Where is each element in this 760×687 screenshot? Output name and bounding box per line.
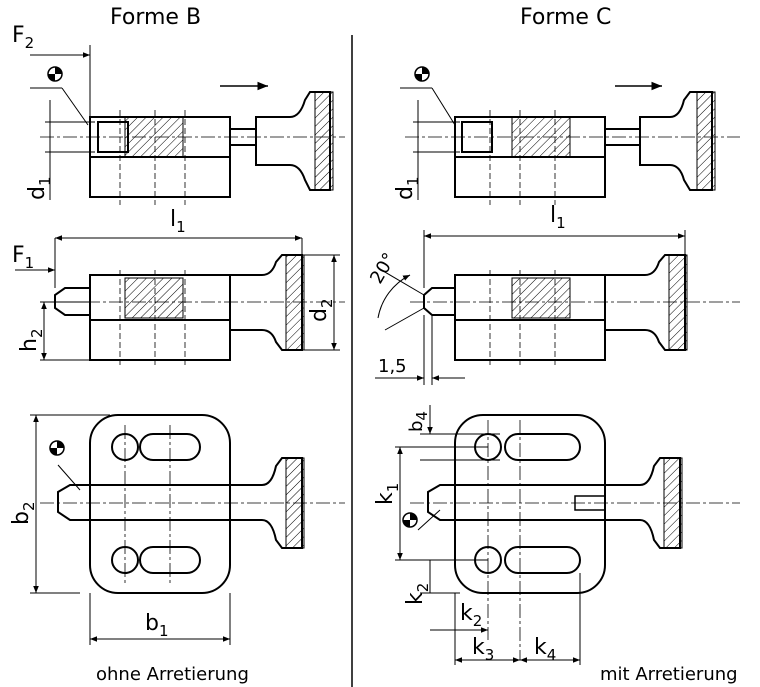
label-d2: d2 [307, 298, 336, 322]
forme-c-top-view [400, 81, 740, 205]
forme-b-plan-view [30, 414, 345, 645]
label-k2-vertical: k2 [403, 583, 432, 605]
forme-b-top-view [30, 45, 345, 205]
datum-symbol-right-top [414, 66, 430, 82]
caption-mit-arretierung: mit Arretierung [600, 664, 738, 685]
label-k2-horizontal: k2 [460, 601, 482, 630]
label-k1: k1 [373, 483, 402, 505]
datum-symbol-left-bottom [49, 440, 65, 456]
label-F1: F1 [12, 243, 34, 272]
label-k4: k4 [534, 635, 556, 664]
label-l1-left: l1 [170, 207, 186, 236]
forme-c-plan-view [395, 405, 740, 665]
label-b1: b1 [145, 611, 169, 640]
label-h2: h2 [17, 329, 46, 353]
forme-c-side-view [375, 230, 740, 385]
label-b2: b2 [9, 501, 38, 525]
forme-b-side-view [15, 235, 345, 365]
heading-forme-b: Forme B [110, 5, 201, 30]
label-angle: 20° [366, 249, 400, 287]
label-b4: b4 [406, 411, 431, 432]
datum-symbol-right-bottom [402, 512, 418, 528]
label-d1-right: d1 [393, 176, 422, 200]
label-k3: k3 [472, 635, 494, 664]
label-F2: F2 [12, 23, 34, 52]
heading-forme-c: Forme C [520, 5, 611, 30]
caption-ohne-arretierung: ohne Arretierung [96, 664, 249, 685]
label-l1-right: l1 [550, 203, 566, 232]
label-chamfer: 1,5 [378, 356, 407, 377]
label-d1-left: d1 [25, 176, 54, 200]
datum-symbol-left-top [47, 66, 63, 82]
